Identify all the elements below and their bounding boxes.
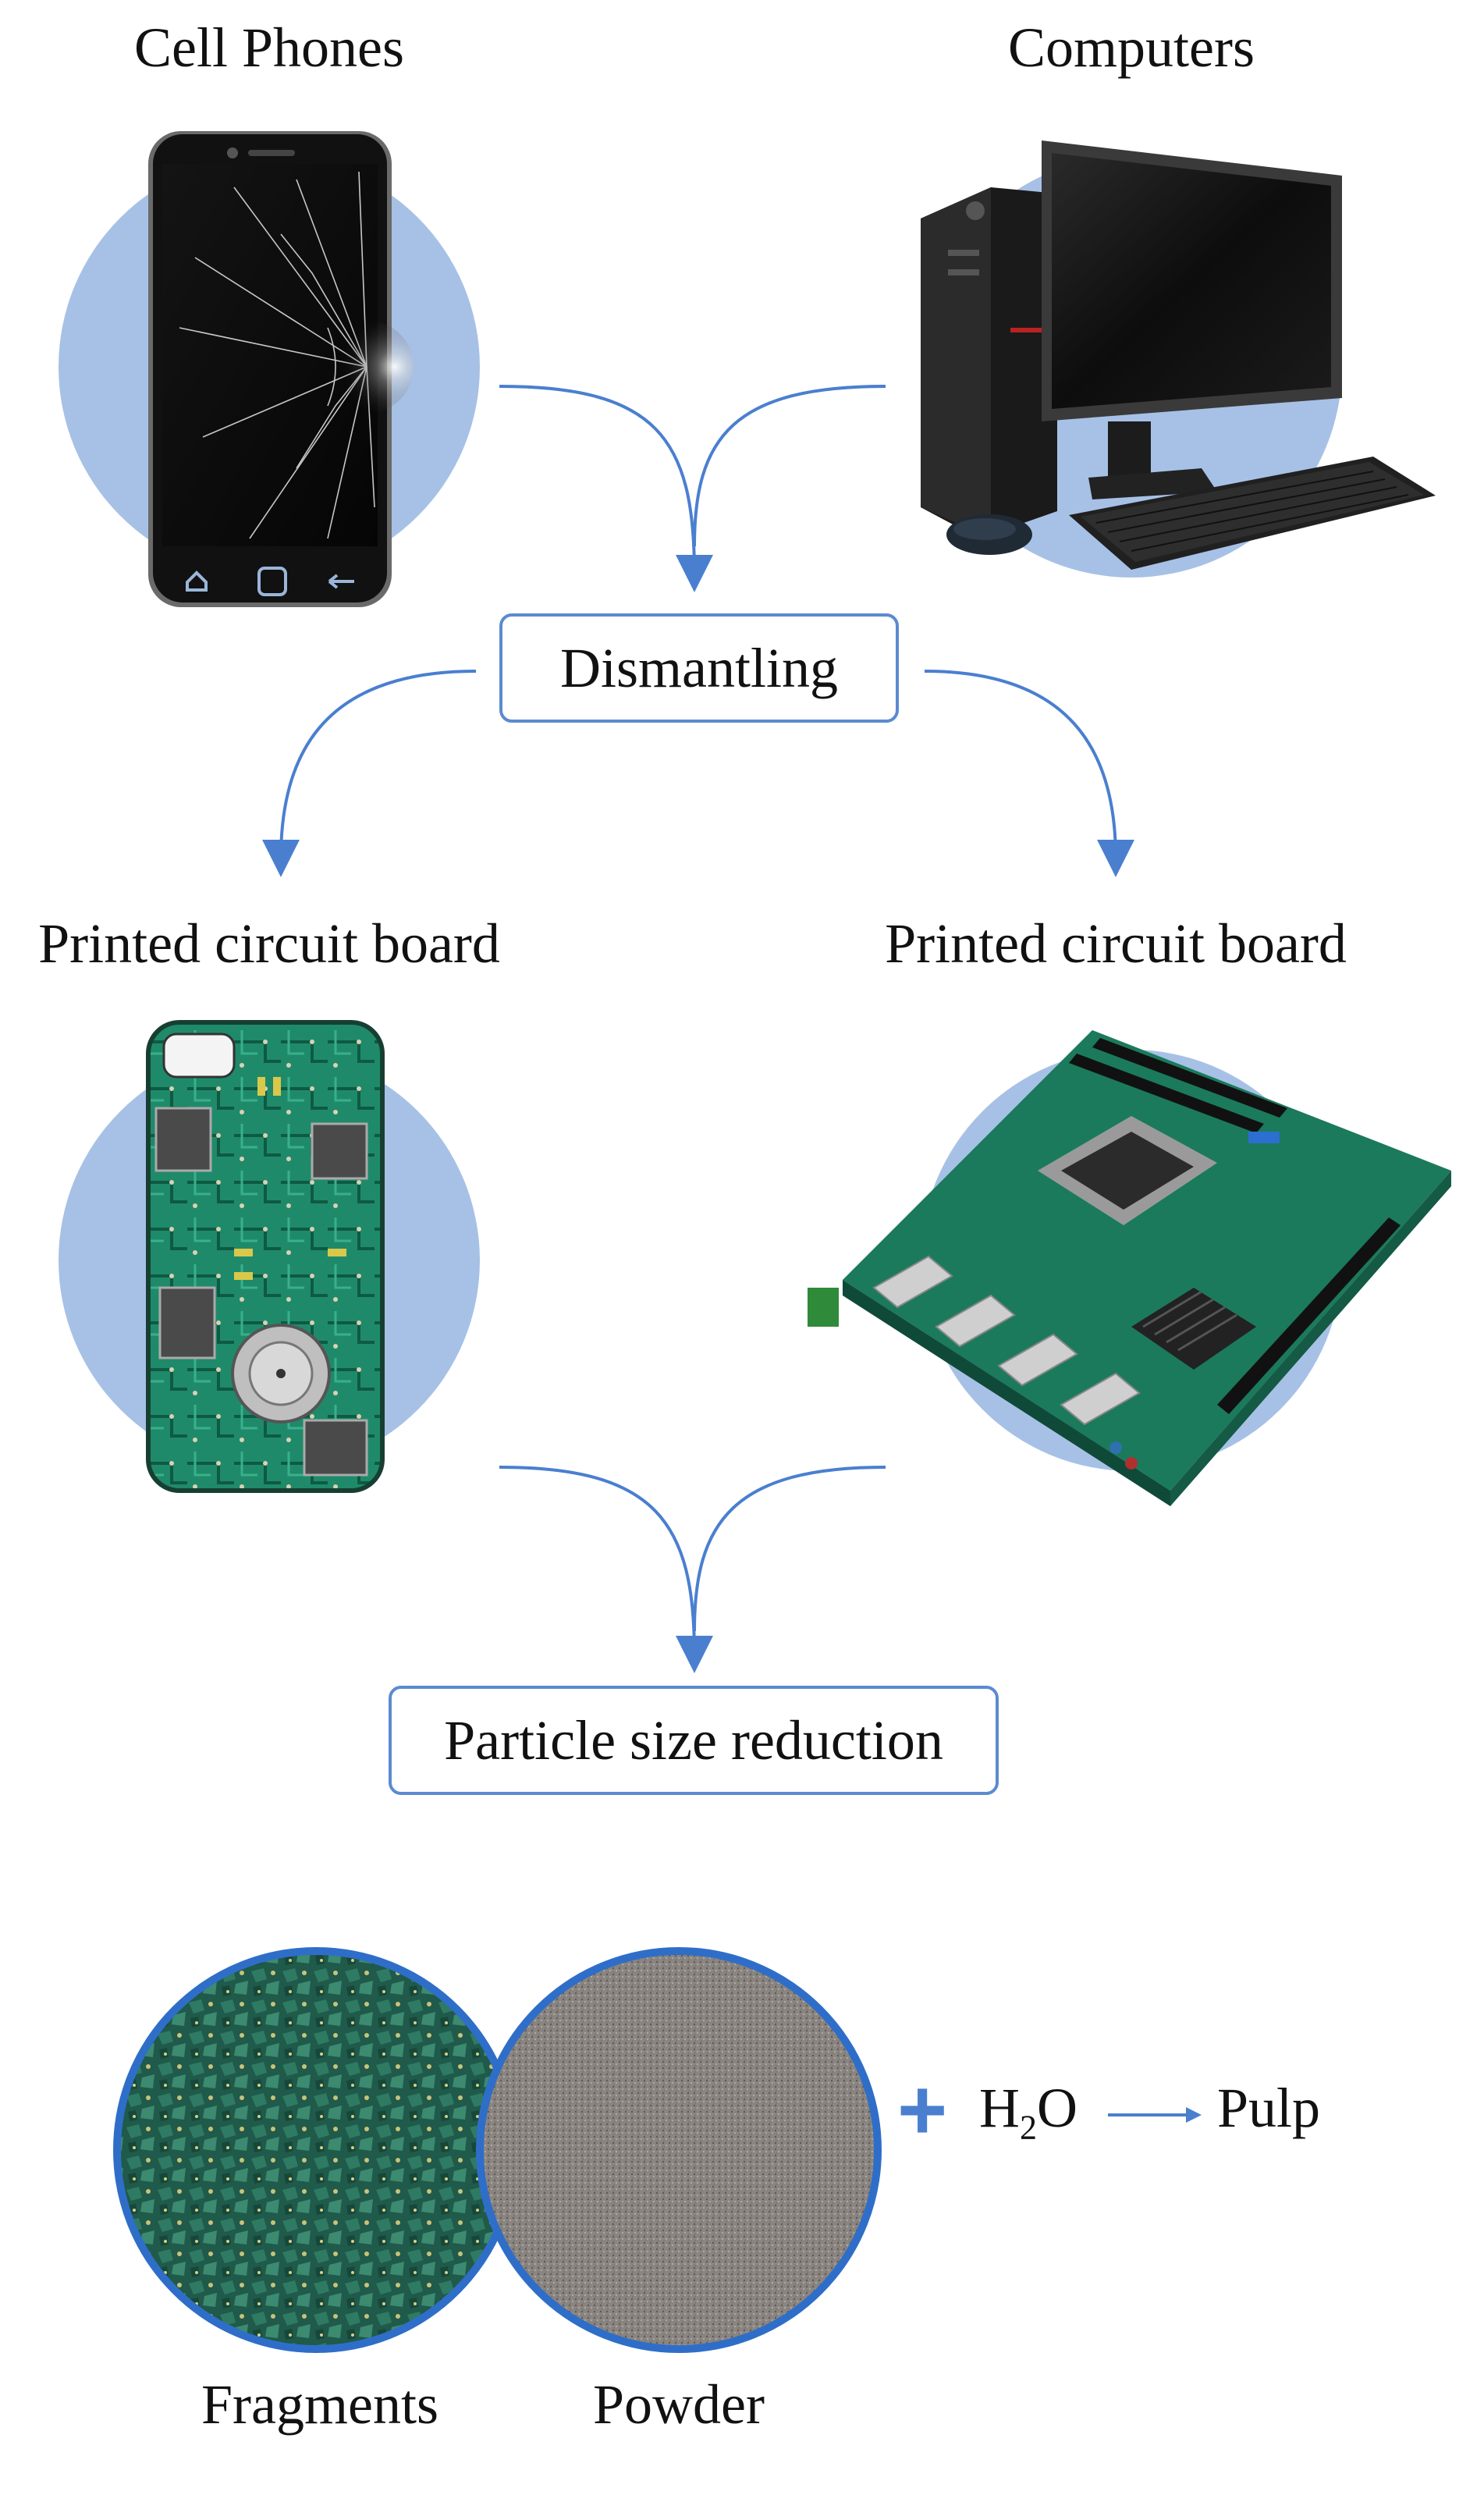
pcb-left-label: Printed circuit board	[38, 912, 500, 975]
pulp-label: Pulp	[1217, 2077, 1321, 2139]
pulp-arrow	[1108, 2107, 1202, 2123]
dismantling-label: Dismantling	[560, 636, 838, 699]
cell-phones-label: Cell Phones	[133, 16, 404, 79]
water-h: H	[979, 2077, 1020, 2139]
fragments-circle	[113, 1947, 519, 2353]
phone-pcb-illustration	[59, 1020, 480, 1493]
powder-circle	[476, 1947, 882, 2353]
dismantling-box: Dismantling	[499, 613, 899, 723]
motherboard-illustration	[808, 1030, 1451, 1506]
particle-size-reduction-label: Particle size reduction	[444, 1708, 943, 1772]
water-formula: H2O	[979, 2076, 1077, 2147]
pcb-right-label: Printed circuit board	[885, 912, 1347, 975]
merge-arrows-middle	[499, 1466, 886, 1673]
plus-sign: +	[897, 2062, 948, 2158]
particle-size-reduction-box: Particle size reduction	[389, 1686, 999, 1795]
water-subscript: 2	[1020, 2108, 1037, 2147]
merge-arrows-top	[499, 385, 886, 592]
computer-illustration	[921, 140, 1436, 578]
split-arrows-dismantling	[262, 670, 1134, 877]
water-o: O	[1037, 2077, 1077, 2139]
phone-nav-buttons	[186, 567, 354, 596]
cell-phone-illustration	[59, 131, 480, 607]
powder-label: Powder	[593, 2373, 765, 2436]
computers-label: Computers	[1008, 16, 1255, 79]
fragments-label: Fragments	[201, 2373, 438, 2436]
